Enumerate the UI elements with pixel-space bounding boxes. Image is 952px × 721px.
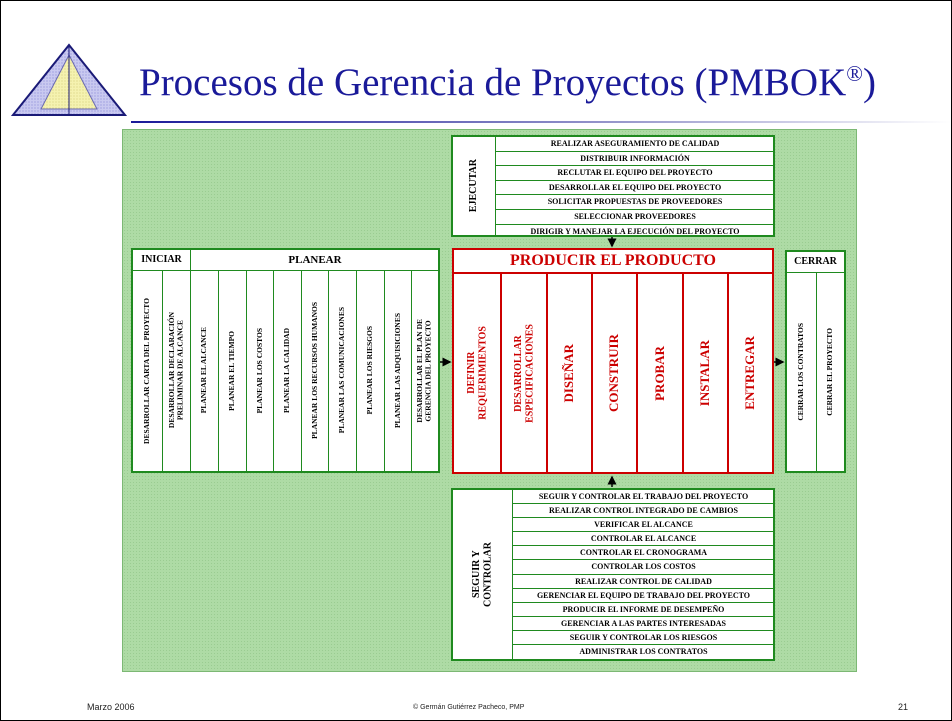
ejecutar-item: DIRIGIR Y MANEJAR LA EJECUCIÓN DEL PROYE…: [530, 226, 740, 236]
footer-author: © Germán Gutiérrez Pacheco, PMP: [413, 704, 525, 711]
iniciar-col: DESARROLLAR DECLARACIÓN PRELIMINAR DE AL…: [162, 270, 190, 471]
controlar-item: CONTROLAR EL ALCANCE: [513, 532, 774, 547]
flow-arrows: [440, 237, 785, 487]
controlar-item: SEGUIR Y CONTROLAR EL TRABAJO DEL PROYEC…: [513, 490, 774, 505]
producir-col: PROBAR: [636, 274, 682, 472]
planear-col: PLANEAR EL TIEMPO: [218, 270, 246, 471]
ejecutar-item: RECLUTAR EL EQUIPO DEL PROYECTO: [496, 166, 774, 181]
ejecutar-box: EJECUTAR REALIZAR ASEGURAMIENTO DE CALID…: [451, 135, 775, 237]
controlar-list: SEGUIR Y CONTROLAR EL TRABAJO DEL PROYEC…: [512, 490, 774, 659]
iniciar-header: INICIAR: [133, 250, 190, 271]
cerrar-header: CERRAR: [787, 252, 844, 273]
controlar-item: SEGUIR Y CONTROLAR LOS RIESGOS: [513, 631, 774, 646]
controlar-item: CONTROLAR EL CRONOGRAMA: [513, 546, 774, 561]
footer-page-number: 21: [898, 702, 909, 712]
producir-header: PRODUCIR EL PRODUCTO: [454, 250, 772, 274]
title-underline: [131, 121, 951, 123]
producir-col: DISEÑAR: [546, 274, 591, 472]
ejecutar-list: REALIZAR ASEGURAMIENTO DE CALIDAD DISTRI…: [495, 137, 774, 236]
footer-date: Marzo 2006: [87, 702, 135, 712]
producir-col: ENTREGAR: [727, 274, 772, 472]
triangle-logo-icon: [10, 43, 128, 116]
planear-col: PLANEAR LOS RIESGOS: [356, 270, 384, 471]
planear-header: PLANEAR: [190, 250, 439, 271]
planear-col: PLANEAR LOS COSTOS: [246, 270, 273, 471]
controlar-box: SEGUIR Y CONTROLAR SEGUIR Y CONTROLAR EL…: [451, 488, 775, 661]
producir-col: INSTALAR: [682, 274, 727, 472]
controlar-item: VERIFICAR EL ALCANCE: [513, 518, 774, 533]
planear-col: PLANEAR LA CALIDAD: [273, 270, 301, 471]
controlar-item: GERENCIAR EL EQUIPO DE TRABAJO DEL PROYE…: [513, 589, 774, 603]
planear-col: PLANEAR LAS ADQUISICIONES: [384, 270, 411, 471]
controlar-item: GERENCIAR A LAS PARTES INTERESADAS: [513, 617, 774, 631]
controlar-item: REALIZAR CONTROL INTEGRADO DE CAMBIOS: [513, 504, 774, 519]
page-title: Procesos de Gerencia de Proyectos (PMBOK…: [139, 61, 876, 104]
ejecutar-item: DESARROLLAR EL EQUIPO DEL PROYECTO: [496, 181, 774, 196]
planear-col: DESARROLLAR EL PLAN DE GERENCIA DEL PROY…: [411, 270, 438, 471]
ejecutar-item: SOLICITAR PROPUESTAS DE PROVEEDORES: [496, 195, 774, 210]
controlar-item: ADMINISTRAR LOS CONTRATOS: [579, 647, 708, 657]
planear-col: PLANEAR EL ALCANCE: [190, 270, 218, 471]
controlar-item: REALIZAR CONTROL DE CALIDAD: [513, 575, 774, 589]
diagram-canvas: EJECUTAR REALIZAR ASEGURAMIENTO DE CALID…: [122, 129, 857, 672]
iniciar-planear-box: INICIAR PLANEAR DESARROLLAR CARTA DEL PR…: [131, 248, 440, 473]
producir-col: DESARROLLAR ESPECIFICACIONES: [500, 274, 546, 472]
ejecutar-item: SELECCIONAR PROVEEDORES: [496, 210, 774, 225]
controlar-item: CONTROLAR LOS COSTOS: [513, 560, 774, 575]
controlar-item: PRODUCIR EL INFORME DE DESEMPEÑO: [513, 603, 774, 617]
ejecutar-item: REALIZAR ASEGURAMIENTO DE CALIDAD: [496, 137, 774, 152]
cerrar-col: CERRAR EL PROYECTO: [816, 272, 844, 471]
producir-col: CONSTRUIR: [591, 274, 636, 472]
planear-col: PLANEAR LAS COMUNICACIONES: [328, 270, 356, 471]
cerrar-box: CERRAR CERRAR LOS CONTRATOS CERRAR EL PR…: [785, 250, 846, 473]
planear-col: PLANEAR LOS RECURSOS HUMANOS: [301, 270, 328, 471]
ejecutar-item: DISTRIBUIR INFORMACIÓN: [496, 152, 774, 167]
producir-box: PRODUCIR EL PRODUCTO DEFINIR REQUERIMIEN…: [452, 248, 774, 474]
